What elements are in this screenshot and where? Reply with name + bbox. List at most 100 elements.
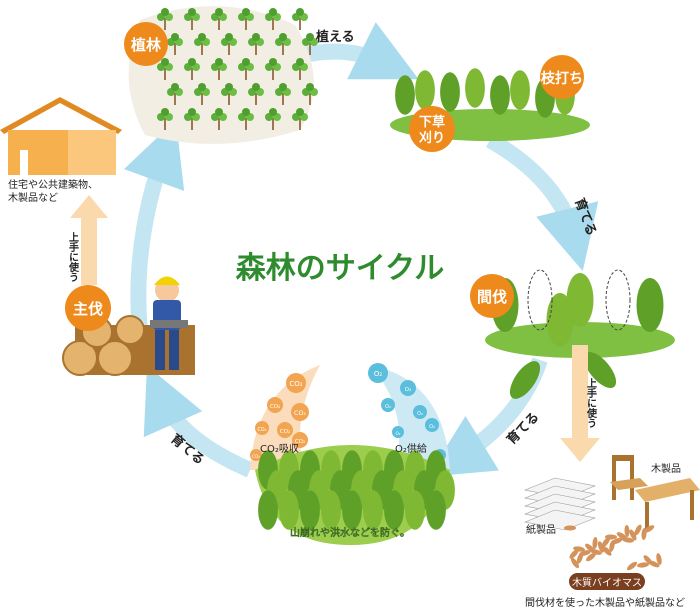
gas-bubble-label: O₂ [374, 370, 383, 378]
wood-chip [629, 529, 637, 541]
wood-chip [586, 552, 596, 562]
use-well-arrow-left: 上手に使う [67, 195, 108, 285]
final-cutting-badge: 主伐 [65, 285, 111, 331]
gas-bubble-label: O₂ [396, 431, 401, 436]
gas-bubble [286, 373, 306, 393]
tree [636, 278, 664, 332]
gas-bubble-label: CO₂ [289, 380, 302, 388]
wood-chip [602, 546, 612, 556]
tree [384, 490, 404, 530]
svg-text:植林: 植林 [131, 36, 162, 54]
tree [395, 75, 415, 115]
o2-supply-label: O₂供給 [395, 442, 427, 455]
paper-sheet [523, 509, 597, 531]
tree [490, 75, 510, 115]
plant-label: 植える [315, 29, 355, 45]
tree [465, 68, 485, 108]
svg-text:上手に使う: 上手に使う [67, 231, 80, 282]
svg-text:主伐: 主伐 [73, 300, 103, 318]
wood-chip [601, 536, 611, 548]
svg-text:上手に使う: 上手に使う [585, 377, 598, 428]
wood-chip [616, 532, 628, 540]
tree [342, 490, 362, 530]
svg-text:刈り: 刈り [419, 130, 445, 146]
svg-text:枝打ち: 枝打ち [540, 70, 583, 87]
planting-badge: 植林 [124, 22, 168, 66]
paper-products-illustration [523, 477, 597, 531]
gas-bubble-label: CO₂ [295, 439, 306, 445]
gas-bubble [255, 421, 269, 435]
house-illustration [0, 97, 122, 175]
paper-products-label: 紙製品 [526, 523, 556, 536]
gas-bubble [400, 380, 416, 396]
gas-bubble [368, 363, 388, 383]
wood-chip [605, 534, 617, 540]
gas-bubble [250, 449, 262, 461]
svg-text:下草: 下草 [419, 114, 445, 130]
gas-bubble [291, 403, 309, 421]
co2-absorb-label: CO₂吸収 [260, 443, 299, 455]
biomass-chips-illustration [564, 524, 662, 571]
gas-bubble-label: CO₂ [270, 404, 281, 410]
tree [426, 490, 446, 530]
gas-bubble [413, 405, 427, 419]
tree [510, 70, 530, 110]
tree [363, 490, 383, 530]
thinning-forest-illustration [485, 269, 675, 399]
wood-chip [627, 561, 637, 571]
products-caption: 間伐材を使った木製品や紙製品など [525, 596, 685, 609]
gas-bubble-label: O₂ [429, 424, 435, 430]
page-title: 森林のサイクル [236, 251, 445, 286]
tree [415, 70, 435, 110]
gas-bubble-label: O₂ [385, 404, 391, 410]
wood-chip [637, 562, 649, 568]
wood-chip [573, 546, 585, 552]
tree [405, 490, 425, 530]
wood-chip [597, 541, 605, 553]
tree [279, 490, 299, 530]
wood-chip [611, 537, 623, 545]
gas-bubble-label: CO₂ [257, 427, 266, 433]
gas-bubble-label: CO₂ [294, 410, 306, 417]
wood-chip [569, 549, 579, 559]
wood-chip [634, 524, 642, 536]
gas-bubble [267, 397, 283, 413]
wood-chip [592, 537, 598, 549]
biomass-badge: 木質バイオマス [569, 573, 645, 590]
tree [546, 293, 574, 347]
svg-text:間伐: 間伐 [477, 288, 507, 306]
gas-bubble-label: O₂ [405, 387, 412, 393]
wood-chip [585, 543, 595, 553]
pruning-badge: 枝打ち [540, 55, 584, 99]
house-caption-line2: 木製品など [8, 191, 58, 204]
house-caption-line1: 住宅や公共建築物、 [8, 178, 98, 191]
gas-bubble [425, 418, 439, 432]
gas-bubble [292, 432, 308, 448]
mature-forest-illustration [255, 445, 455, 545]
tree [300, 490, 320, 530]
wood-chip [656, 553, 662, 565]
plantation-illustration [128, 6, 318, 144]
wood-chip [564, 525, 576, 531]
tree [258, 490, 278, 530]
wood-chip [643, 555, 653, 565]
weeding-badge: 下草 刈り [409, 106, 455, 152]
wood-chip [624, 525, 630, 537]
prevent-disaster-label: 山崩れや洪水などを防ぐ。 [290, 526, 410, 539]
thinning-badge: 間伐 [470, 274, 514, 318]
gas-bubble-label: CO₂ [280, 429, 291, 435]
wood-chip [579, 550, 591, 556]
gas-bubble-label: O₂ [417, 411, 423, 417]
svg-text:木質バイオマス: 木質バイオマス [572, 576, 642, 589]
gas-bubble-label: CO₂ [252, 454, 260, 459]
gas-bubble [381, 398, 395, 412]
forestry-worker-illustration [150, 276, 188, 370]
use-well-arrow-right: 上手に使う [560, 345, 600, 462]
gas-bubble [392, 426, 404, 438]
wood-products-label: 木製品 [651, 462, 681, 475]
wood-chip [570, 557, 580, 569]
tree [321, 490, 341, 530]
tree [440, 72, 460, 112]
